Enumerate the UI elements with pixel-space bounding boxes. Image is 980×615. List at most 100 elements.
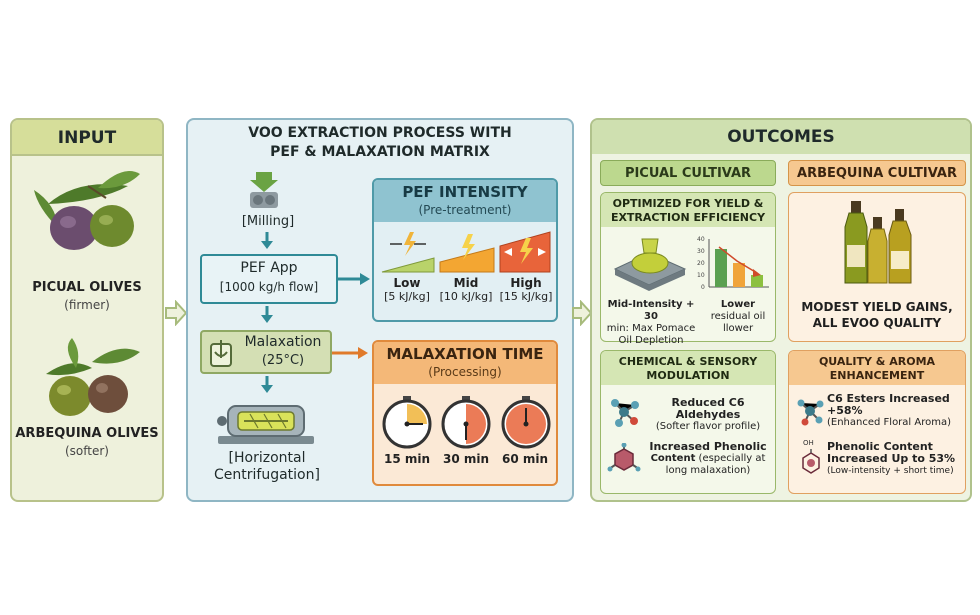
picual-right-caption-2: residual oil [710, 311, 766, 322]
picual-left-caption-2: min: Max Pomace [606, 323, 696, 334]
stopwatch-icon [501, 396, 551, 449]
oil-separator-icon [613, 238, 687, 291]
picual-left-caption-3: Oil Depletion [618, 335, 684, 346]
arbequina-yield-card: MODEST YIELD GAINS, ALL EVOO QUALITY [788, 192, 966, 342]
arbequina-olives-label: ARBEQUINA OLIVES [15, 426, 159, 441]
phenol-ring-icon [802, 449, 820, 474]
molecule-icon-ester [797, 399, 824, 426]
malaxation-to-time-arrow [332, 347, 368, 359]
increased-phenolic-bold1: Increased Phenolic [649, 440, 767, 453]
molecule-icon-phenolic [607, 443, 641, 472]
pef-intensity-panel: PEF INTENSITY (Pre-treatment) Low [5 kJ/… [372, 178, 558, 322]
input-panel: INPUT PICUAL OLIVES (firmer) ARBEQUINA O… [10, 118, 164, 502]
picual-right-caption-3: llower [722, 323, 754, 334]
chart-tick-30: 30 [697, 248, 705, 255]
phenol-oh-label: OH [803, 439, 814, 447]
picual-cultivar-header: PICUAL CULTIVAR [600, 160, 776, 186]
chart-tick-20: 20 [697, 260, 705, 267]
malaxation-timers [382, 396, 551, 449]
arbequina-cultivar-header: ARBEQUINA CULTIVAR [788, 160, 966, 186]
picual-right-caption-1: Lower [720, 299, 756, 310]
time-30-label: 30 min [442, 452, 490, 466]
increased-phenolic-note2: long malaxation) [665, 465, 751, 476]
pef-level-low: Low [5 kJ/kg] [378, 276, 436, 303]
picual-yield-header-bg [601, 193, 775, 227]
malaxation-box: Malaxation (25°C) [200, 330, 332, 374]
pef-intensity-levels-graphic [381, 231, 551, 273]
picual-yield-title-line2: EXTRACTION EFFICIENCY [610, 211, 766, 224]
flow-arrow-3 [261, 376, 273, 393]
pef-level-mid-label: Mid [453, 276, 479, 290]
picual-chemical-title-line1: CHEMICAL & SENSORY [618, 355, 758, 368]
process-to-outcomes-arrow [572, 300, 592, 326]
oil-bottles-icon [844, 201, 912, 284]
pef-app-flow: [1000 kg/h flow] [219, 280, 319, 294]
process-panel: VOO EXTRACTION PROCESS WITH PEF & MALAXA… [186, 118, 574, 502]
malaxation-time-title: MALAXATION TIME [386, 345, 544, 363]
picual-yield-right-caption: Lower residual oil llower [701, 299, 775, 335]
picual-olives-label: PICUAL OLIVES [32, 280, 142, 295]
centrifugation-line1: [Horizontal [228, 450, 306, 466]
pef-level-mid-value: [10 kJ/kg] [439, 290, 493, 303]
pef-intensity-header [374, 180, 556, 222]
picual-yield-title: OPTIMIZED FOR YIELD & EXTRACTION EFFICIE… [601, 197, 775, 225]
increased-phenolic-text: Increased Phenolic Content (especially a… [641, 441, 775, 477]
picual-left-caption-1: Mid-Intensity + 30 [607, 299, 695, 322]
outcomes-panel: OUTCOMES PICUAL CULTIVAR ARBEQUINA CULTI… [590, 118, 972, 502]
arbequina-quality-title-line2: ENHANCEMENT [829, 369, 925, 382]
malaxation-label: Malaxation [244, 334, 322, 350]
chart-tick-10: 10 [697, 272, 705, 279]
arbequina-olives-image [46, 338, 140, 416]
flow-arrow-1 [261, 232, 273, 249]
arbequina-yield-line1: MODEST YIELD GAINS, [801, 300, 953, 314]
picual-olives-image [34, 171, 140, 250]
arbequina-olives-note: (softer) [65, 444, 109, 458]
increased-phenolic-line2: Content (especially at [641, 453, 775, 465]
time-60-label: 60 min [501, 452, 549, 466]
increased-phenolic-bold2: Content [650, 453, 696, 464]
pef-level-low-label: Low [393, 276, 421, 290]
input-title: INPUT [12, 120, 162, 156]
outcomes-title: OUTCOMES [592, 120, 970, 154]
process-title-line2: PEF & MALAXATION MATRIX [270, 144, 490, 160]
mill-icon [250, 172, 278, 208]
pef-level-low-value: [5 kJ/kg] [384, 290, 430, 303]
time-15-label: 15 min [383, 452, 431, 466]
centrifugation-label: [Horizontal Centrifugation] [202, 450, 332, 484]
stopwatch-icon [441, 396, 491, 449]
pef-intensity-subtitle: (Pre-treatment) [418, 203, 512, 217]
input-to-process-arrow [165, 300, 188, 326]
phenolic-content-text: Phenolic Content Increased Up to 53% (Lo… [827, 441, 965, 477]
arbequina-quality-title-line1: QUALITY & AROMA [818, 355, 936, 368]
pef-level-high-value: [15 kJ/kg] [499, 290, 553, 303]
malaxation-time-subtitle: (Processing) [428, 365, 502, 379]
timer-fill [466, 404, 486, 444]
timer-fill [407, 404, 427, 424]
malaxation-time-header [374, 342, 556, 384]
flow-arrow-2 [261, 306, 273, 323]
c6-esters-text: C6 Esters Increased +58% (Enhanced Flora… [827, 393, 965, 429]
chart-tick-0: 0 [701, 284, 705, 291]
process-title: VOO EXTRACTION PROCESS WITH PEF & MALAXA… [188, 124, 572, 162]
arbequina-quality-header-bg [789, 351, 965, 385]
pef-app-box: PEF App [1000 kg/h flow] [200, 254, 338, 304]
chart-tick-40: 40 [697, 236, 705, 243]
picual-yield-left-caption: Mid-Intensity + 30 min: Max Pomace Oil D… [603, 299, 699, 347]
arbequina-yield-text: MODEST YIELD GAINS, ALL EVOO QUALITY [789, 299, 965, 331]
centrifuge-icon [217, 405, 314, 444]
reduced-aldehydes-note: (Softer flavor profile) [655, 421, 761, 432]
phenolic-content-bold2: Increased Up to 53% [827, 452, 956, 465]
malaxation-temp: (25°C) [261, 353, 305, 368]
picual-chemical-header-bg [601, 351, 775, 385]
c6-esters-bold1: C6 Esters Increased [827, 392, 950, 405]
c6-esters-note: (Enhanced Floral Aroma) [827, 417, 952, 428]
process-title-line1: VOO EXTRACTION PROCESS WITH [248, 125, 512, 141]
c6-esters-bold2: +58% [827, 404, 863, 417]
pef-level-mid: Mid [10 kJ/kg] [436, 276, 496, 303]
pef-to-intensity-arrow [338, 273, 370, 285]
residual-oil-chart: 40 30 20 10 0 [697, 236, 769, 291]
arbequina-yield-line2: ALL EVOO QUALITY [812, 316, 942, 330]
picual-yield-title-line1: OPTIMIZED FOR YIELD & [612, 197, 764, 210]
arbequina-quality-title: QUALITY & AROMA ENHANCEMENT [789, 355, 965, 383]
picual-olives-note: (firmer) [64, 298, 110, 312]
